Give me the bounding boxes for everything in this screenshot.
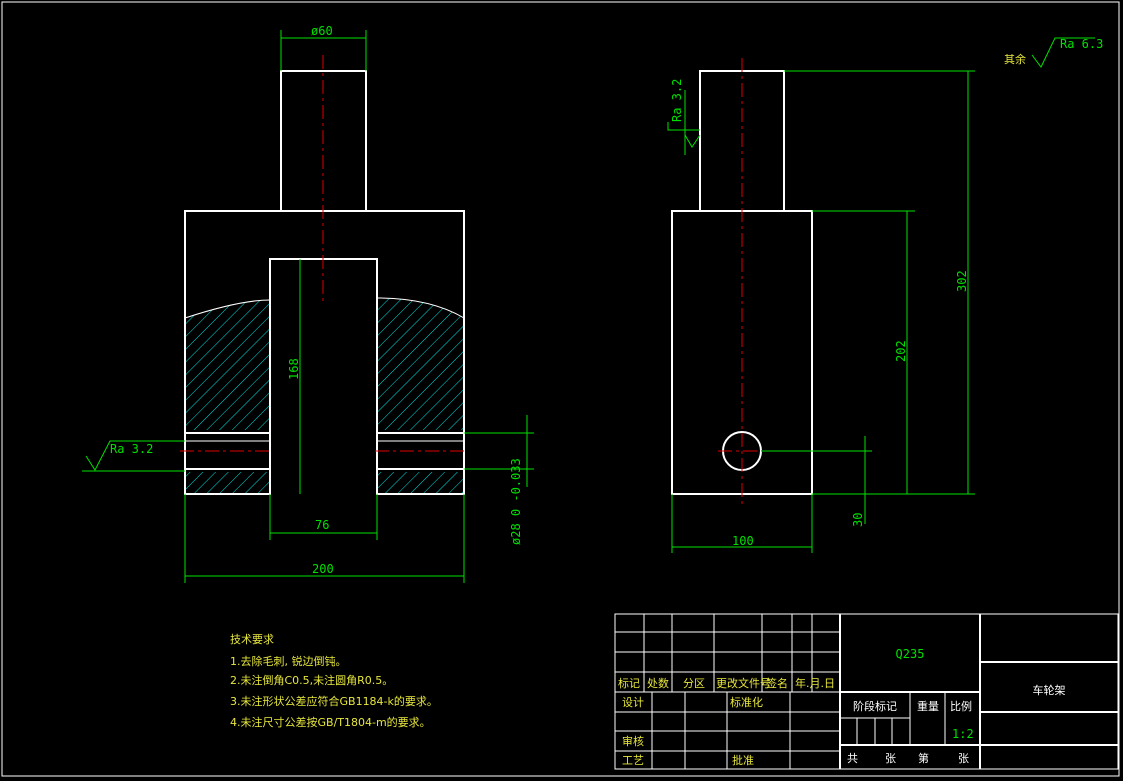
tb-part-name: 车轮架 — [1033, 683, 1066, 697]
front-hatch-left-top — [185, 300, 270, 430]
note-2: 2.未注倒角C0.5,未注圆角R0.5。 — [230, 673, 393, 687]
front-break-line-right — [376, 297, 465, 319]
tb-standardize: 标准化 — [730, 695, 763, 709]
tb-material: Q235 — [896, 647, 925, 661]
side-view — [671, 58, 813, 505]
tb-zone: 分区 — [683, 677, 705, 690]
tb-sheet-no: 第 — [918, 751, 929, 765]
dim-side-width: 100 — [732, 534, 754, 548]
tb-stage-mark: 阶段标记 — [853, 699, 897, 713]
tb-review: 审核 — [622, 734, 644, 748]
tb-approve: 批准 — [732, 753, 754, 767]
title-block: 标记 处数 分区 更改文件号 签名 年.月.日 设计 标准化 审核 工艺 批准 … — [614, 613, 1119, 770]
side-dimensions: 100 202 302 30 Ra 3.2 其余 Ra 6.3 — [667, 37, 1103, 553]
tb-sheet-unit: 张 — [958, 752, 969, 765]
note-4: 4.未注尺寸公差按GB/T1804-m的要求。 — [230, 715, 431, 729]
notes-heading: 技术要求 — [230, 633, 274, 646]
tb-scale-value: 1:2 — [952, 727, 974, 741]
dim-hole-offset: 30 — [851, 513, 865, 527]
tb-date: 年.月.日 — [795, 676, 835, 690]
note-3: 3.未注形状公差应符合GB1184-k的要求。 — [230, 694, 438, 708]
tb-mark: 标记 — [618, 676, 640, 690]
tb-total: 共 — [847, 752, 858, 765]
front-hatch-right-top — [377, 298, 464, 430]
front-dimensions: ø60 168 76 200 ø28 0 -0.033 Ra 3.2 — [82, 24, 534, 583]
front-hatch-left-bottom — [185, 472, 270, 494]
dim-hole-diameter: ø28 0 -0.033 — [509, 458, 523, 545]
roughness-rest-value: Ra 6.3 — [1060, 37, 1103, 51]
tb-weight: 重量 — [917, 699, 939, 713]
roughness-left: Ra 3.2 — [110, 442, 153, 456]
front-view — [180, 55, 468, 495]
roughness-side: Ra 3.2 — [670, 79, 684, 122]
tb-signature: 签名 — [766, 676, 788, 690]
tb-scale: 比例 — [950, 699, 972, 713]
tb-design: 设计 — [622, 696, 644, 709]
roughness-rest-label: 其余 — [1004, 52, 1026, 66]
dim-slot-width: 76 — [315, 518, 329, 532]
note-1: 1.去除毛刺, 锐边倒钝。 — [230, 654, 347, 668]
dim-side-base-height: 202 — [894, 340, 908, 362]
tb-count: 处数 — [647, 677, 669, 690]
front-body — [184, 210, 465, 495]
dim-total-height: 302 — [955, 270, 969, 292]
front-hatch-right-bottom — [377, 472, 464, 494]
front-break-line-left — [184, 299, 271, 319]
dim-total-width: 200 — [312, 562, 334, 576]
technical-notes: 技术要求 1.去除毛刺, 锐边倒钝。 2.未注倒角C0.5,未注圆角R0.5。 … — [230, 633, 438, 729]
tb-sheets: 张 — [885, 752, 896, 765]
tb-process: 工艺 — [622, 754, 644, 767]
dim-slot-height: 168 — [287, 358, 301, 380]
dim-top-diameter: ø60 — [311, 24, 333, 38]
tb-doc-no: 更改文件号 — [716, 676, 771, 690]
